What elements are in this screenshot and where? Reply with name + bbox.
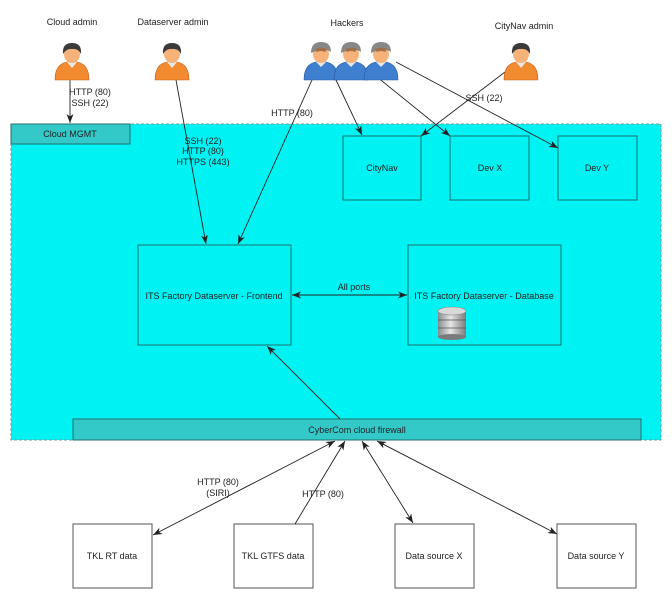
dev-x-label: Dev X xyxy=(478,163,503,173)
dev-x-box[interactable] xyxy=(449,135,530,201)
tkl-rt-box[interactable] xyxy=(72,523,153,589)
admin-person-icon xyxy=(154,42,190,81)
tkl-gtfs-label: TKL GTFS data xyxy=(242,551,305,561)
edge-label-dataserver-admin-1: SSH (22) xyxy=(184,136,221,146)
edge-label-citynav-admin: SSH (22) xyxy=(465,93,502,103)
edge-source-x-firewall xyxy=(361,440,414,524)
edge-label-cloud-admin-2: SSH (22) xyxy=(71,98,108,108)
frontend-label: ITS Factory Dataserver - Frontend xyxy=(145,291,282,301)
dev-y-box[interactable] xyxy=(557,135,638,201)
database-label: ITS Factory Dataserver - Database xyxy=(414,291,554,301)
citynav-label: CityNav xyxy=(366,163,398,173)
source-y-box[interactable] xyxy=(556,523,637,589)
edge-source-y-firewall xyxy=(376,440,558,535)
admin-person-icon xyxy=(503,42,539,81)
dev-y-label: Dev Y xyxy=(585,163,609,173)
citynav-admin-label: CityNav admin xyxy=(495,21,554,31)
edge-label-tkl-rt-2: (SIRI) xyxy=(206,488,230,498)
citynav-box[interactable] xyxy=(342,135,422,201)
database-box[interactable] xyxy=(407,244,562,346)
admin-person-icon xyxy=(54,42,90,81)
edge-citynav-admin-citynav xyxy=(420,71,506,137)
dataserver-admin-actor[interactable]: Dataserver admin xyxy=(137,17,209,81)
hacker-person-icon xyxy=(363,41,399,81)
cloud-region xyxy=(10,123,662,441)
source-x-box[interactable] xyxy=(394,523,475,589)
cloud-admin-label: Cloud admin xyxy=(47,17,98,27)
edge-label-dataserver-admin-2: HTTP (80) xyxy=(182,146,224,156)
cloud-mgmt-label: Cloud MGMT xyxy=(43,129,97,139)
hacker-person-icon xyxy=(303,41,339,81)
firewall-box[interactable] xyxy=(72,418,642,441)
dataserver-admin-label: Dataserver admin xyxy=(137,17,208,27)
edge-tkl-rt-firewall xyxy=(152,440,336,536)
edge-dataserver-admin-frontend xyxy=(175,79,208,245)
source-y-label: Data source Y xyxy=(568,551,625,561)
edge-hackers-devy xyxy=(395,61,559,149)
edge-label-cloud-admin-1: HTTP (80) xyxy=(69,87,111,97)
edge-tkl-gtfs-firewall xyxy=(294,440,346,525)
edge-label-tkl-rt-1: HTTP (80) xyxy=(197,477,239,487)
edge-label-all-ports: All ports xyxy=(338,282,371,292)
firewall-label: CyberCom cloud firewall xyxy=(308,425,406,435)
hackers-actor[interactable]: Hackers xyxy=(303,18,399,81)
source-x-label: Data source X xyxy=(405,551,462,561)
tkl-rt-label: TKL RT data xyxy=(87,551,137,561)
edge-firewall-frontend xyxy=(266,345,341,420)
cloud-admin-actor[interactable]: Cloud admin xyxy=(47,17,98,81)
edge-label-dataserver-admin-3: HTTPS (443) xyxy=(176,157,229,167)
database-icon xyxy=(437,306,467,340)
citynav-admin-actor[interactable]: CityNav admin xyxy=(495,21,554,81)
hackers-label: Hackers xyxy=(330,18,364,28)
edge-label-hackers-frontend: HTTP (80) xyxy=(271,108,313,118)
edge-hackers-citynav xyxy=(335,79,363,136)
hacker-person-icon xyxy=(333,41,369,81)
frontend-box[interactable] xyxy=(137,244,292,346)
cloud-mgmt-box[interactable] xyxy=(10,123,131,145)
edge-label-tkl-gtfs: HTTP (80) xyxy=(302,489,344,499)
edge-hackers-frontend xyxy=(237,79,313,245)
